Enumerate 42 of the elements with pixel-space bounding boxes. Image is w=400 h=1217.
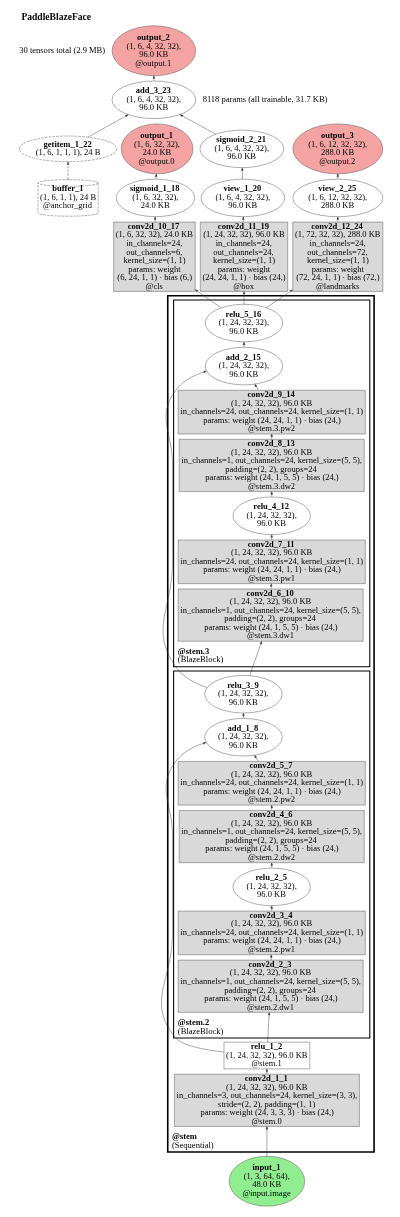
arrow <box>270 804 273 811</box>
arrow <box>254 384 259 391</box>
arrow <box>242 712 245 719</box>
arrow <box>153 216 157 223</box>
node-box: conv2d_8_13 (1, 24, 32, 32), 96.0 KB in_channels=1, out_channels=24, kernel_size=(5, 5), padding=(2, 2), groups=24 params: weight (24, 1, 5, 5) · bias (24,) @stem.3.dw2 <box>178 439 365 492</box>
arrow <box>266 289 293 308</box>
arrow <box>270 491 273 498</box>
node-ellipse: input_1 (1, 3, 64, 64), 48.0 KB @input.image <box>228 1156 305 1207</box>
arrow <box>66 161 70 180</box>
arrow <box>242 216 245 223</box>
arrow <box>87 114 129 138</box>
arrow <box>265 1126 269 1157</box>
arrow <box>152 75 156 82</box>
label: 8118 params (all trainable, 31.7 KB) <box>202 93 328 104</box>
arrow <box>270 905 273 912</box>
arrow <box>242 291 246 305</box>
arrow <box>270 583 273 590</box>
arrow <box>270 954 273 961</box>
arrow <box>265 1068 269 1075</box>
label: 30 tensors total (2.9 MB) <box>19 44 106 55</box>
arrow <box>162 370 208 688</box>
node-ellipse: view_1_20 (1, 6, 4, 32, 32), 96.0 KB <box>200 178 285 217</box>
arrow <box>179 114 216 135</box>
arrow <box>267 1012 271 1043</box>
arrow <box>241 167 244 180</box>
arrow <box>249 641 262 676</box>
arrow <box>336 216 339 223</box>
arrow <box>270 433 273 440</box>
node-ellipse: relu_3_9 (1, 24, 32, 32), 96.0 KB <box>204 675 283 714</box>
arrow <box>270 862 273 869</box>
arrow <box>161 742 225 1053</box>
node-box: conv2d_4_6 (1, 24, 32, 32), 96.0 KB in_channels=1, out_channels=24, kernel_size=(5, 5), padding=(2, 2), groups=24 params: weight (24, 1, 5, 5) · bias (24,) @stem.2.dw2 <box>178 810 365 863</box>
arrow <box>195 289 222 308</box>
arrow <box>336 173 339 180</box>
node-ellipse: sigmoid_2_21 (1, 6, 4, 32, 32), 96.0 KB <box>199 129 284 168</box>
node-ellipse: output_2 (1, 6, 4, 32, 32), 96.0 KB @output.1 <box>111 25 196 76</box>
arrow <box>270 534 273 541</box>
arrow <box>242 341 246 348</box>
node-ellipse: getitem_1_22 (1, 6, 1, 1, 1), 24 B <box>19 135 118 162</box>
arrow <box>254 755 259 762</box>
arrow <box>155 173 158 180</box>
diagram-title: PaddleBlazeFace <box>21 11 92 23</box>
